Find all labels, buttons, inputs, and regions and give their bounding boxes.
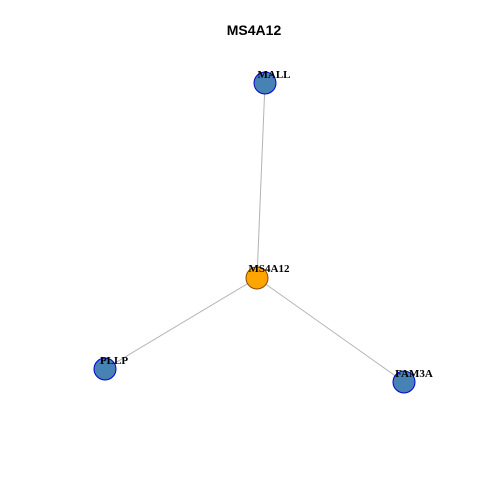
node-label-fam3a: FAM3A [395,368,433,380]
node-mall: MALL [253,69,291,95]
node-pllp: PLLP [93,355,128,381]
edge-ms4a12-pllp [104,277,258,370]
node-label-mall: MALL [258,69,291,81]
node-circle-fam3a [392,370,416,394]
edge-ms4a12-mall [256,82,266,279]
node-label-pllp: PLLP [100,355,128,367]
node-layer: MS4A12 MALL PLLP FAM3A [93,69,433,394]
diagram-title: MS4A12 [227,22,282,38]
node-ms4a12: MS4A12 [245,263,290,290]
node-label-ms4a12: MS4A12 [249,263,290,275]
edge-ms4a12-fam3a [256,277,405,383]
node-circle-mall [253,71,277,95]
node-fam3a: FAM3A [392,368,433,394]
node-circle-ms4a12 [245,266,269,290]
node-circle-pllp [93,357,117,381]
edge-layer [104,82,405,383]
